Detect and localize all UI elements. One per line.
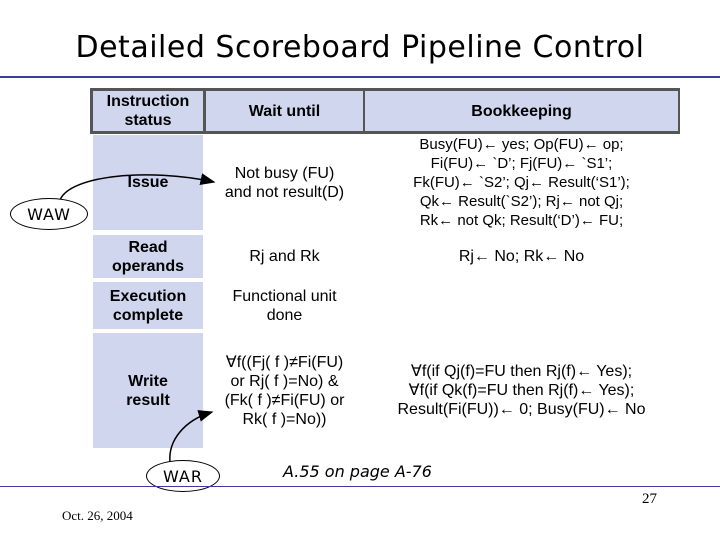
header-wait-until: Wait until — [206, 91, 363, 131]
bookkeeping-cell-line: Fk(FU)← `S2’; Qj← Result(‘S1’); — [413, 174, 630, 191]
waw-arrow — [59, 173, 216, 201]
bookkeeping-cell-line: Busy(FU)← yes; Op(FU)← op; — [419, 136, 624, 153]
stage-label-line: Issue — [127, 174, 169, 191]
header-instruction-status: Instruction status — [93, 91, 203, 131]
header-bookkeeping: Bookkeeping — [365, 91, 678, 131]
bookkeeping-cell: Rj← No; Rk← No — [365, 235, 678, 278]
stage-label-line: Write — [128, 372, 168, 390]
bookkeeping-cell — [365, 282, 678, 329]
slide-title: Detailed Scoreboard Pipeline Control — [75, 30, 645, 65]
bookkeeping-cell-line: Result(Fi(FU))← 0; Busy(FU)← No — [397, 401, 646, 418]
page-number: 27 — [642, 491, 657, 507]
wait-until-cell-line: and not result(D) — [224, 183, 345, 201]
bookkeeping-cell-line: Qk← Result(`S2’); Rj← not Qj; — [419, 193, 624, 210]
footer-rule — [0, 486, 720, 487]
wait-until-cell-line: done — [266, 306, 303, 324]
bookkeeping-cell-line: Rk← not Qk; Result(‘D’)← FU; — [419, 212, 624, 229]
stage-label-line: result — [126, 391, 170, 409]
stage-label-line: complete — [112, 306, 184, 324]
bookkeeping-cell-line: Fi(FU)← `D’; Fj(FU)← `S1’; — [430, 155, 613, 172]
stage-label-line: operands — [111, 257, 184, 275]
wait-until-cell-line: Not busy (FU) — [234, 164, 335, 182]
bookkeeping-cell-line: Rj← No; Rk← No — [458, 248, 585, 265]
bookkeeping-cell-line: ∀f(if Qk(f)=FU then Rj(f)← Yes); — [408, 382, 635, 399]
stage-label-line: Read — [128, 238, 168, 256]
waw-label: WAW — [10, 198, 88, 230]
page-reference: A.55 on page A-76 — [283, 462, 432, 481]
footer-date: Oct. 26, 2004 — [62, 508, 133, 523]
wait-until-cell-line: Rj and Rk — [249, 248, 320, 265]
bookkeeping-cell-line: ∀f(if Qj(f)=FU then Rj(f)← Yes); — [410, 363, 633, 380]
war-label: WAR — [146, 460, 220, 492]
bookkeeping-cell: ∀f(if Qj(f)=FU then Rj(f)← Yes); ∀f(if Qk… — [365, 333, 678, 448]
wait-until-cell-line: Functional unit — [232, 287, 337, 305]
wait-until-cell: ∀f((Fj( f )≠Fi(FU)or Rj( f )=No) &(Fk( f… — [206, 333, 363, 448]
header-instruction-status-line: Instruction — [106, 93, 190, 110]
header-wait-until-line: Wait until — [248, 102, 321, 120]
stage-label-line: Execution — [109, 287, 187, 305]
wait-until-cell-line: or Rj( f )=No) & — [230, 372, 339, 390]
title-rule — [0, 76, 720, 78]
wait-until-cell: Rj and Rk — [206, 235, 363, 278]
stage-label: Issue — [93, 135, 203, 230]
header-bookkeeping-line: Bookkeeping — [471, 102, 572, 120]
bookkeeping-cell: Busy(FU)← yes; Op(FU)← op; Fi(FU)← `D’; F… — [365, 135, 678, 230]
header-instruction-status-line: status — [124, 112, 172, 129]
wait-until-cell-line: ∀f((Fj( f )≠Fi(FU) — [225, 353, 344, 371]
wait-until-cell: Not busy (FU)and not result(D) — [206, 135, 363, 230]
wait-until-cell-line: (Fk( f )≠Fi(FU) or — [224, 391, 345, 409]
war-arrow — [169, 410, 214, 463]
wait-until-cell-line: Rk( f )=No)) — [242, 410, 327, 428]
